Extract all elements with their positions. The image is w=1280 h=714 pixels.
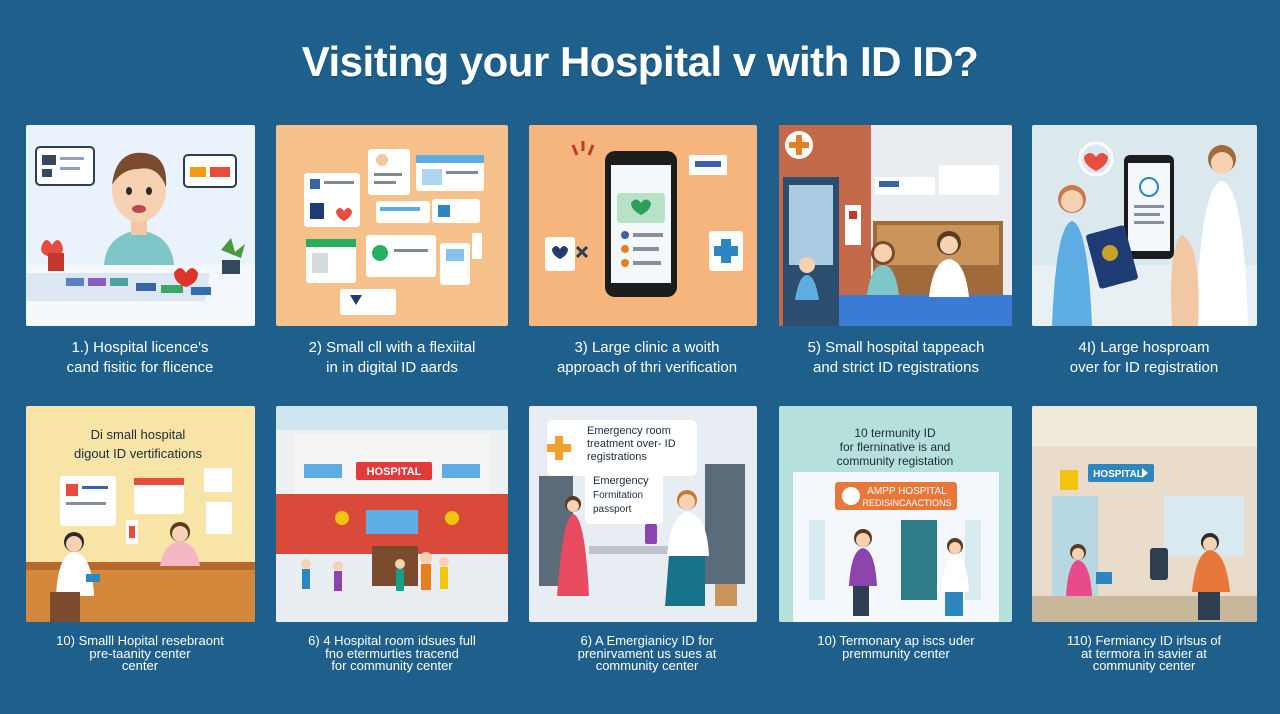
panel-6-image-text-2: digout ID vertifications: [74, 446, 202, 461]
panel-8-image-text-4: Emergency: [593, 475, 649, 487]
panel-9-image-text-3: community registation: [837, 454, 954, 468]
panel-3-illustration: [529, 125, 757, 326]
panel-8-image-text-5: Formitation: [593, 490, 643, 501]
panel-8-illustration: Emergency room treatment over- ID regist…: [529, 406, 757, 622]
panel-8-image-text-1: Emergency room: [587, 425, 671, 437]
panel-7-hospital-sign: HOSPITAL: [367, 466, 422, 478]
panel-6-image-text-1: Di small hospital: [91, 427, 186, 442]
panel-10-illustration: HOSPITAL: [1032, 406, 1257, 622]
page-title: Visiting your Hospital v with ID ID?: [301, 38, 979, 85]
panel-5-illustration: [1032, 125, 1257, 326]
panel-10-hospital-sign: HOSPITAL: [1093, 469, 1143, 480]
panel-8-image-text-3: registrations: [587, 451, 647, 463]
panel-7-illustration: HOSPITAL: [276, 406, 508, 622]
panel-6-illustration: Di small hospital digout ID vertificatio…: [26, 406, 255, 622]
panel-2-illustration: [276, 125, 508, 326]
panel-9-image-text-2: for flerninative is and: [840, 440, 951, 454]
panel-4-illustration: [779, 125, 1012, 326]
panel-8-image-text-6: passport: [593, 504, 632, 515]
panel-9-image-text-1: 10 termunity ID: [854, 426, 936, 440]
panel-9-sign-line-1: AMPP HOSPITAL: [867, 486, 947, 497]
panel-9-sign-line-2: REDISINCAACTIONS: [862, 498, 951, 508]
panel-9-illustration: 10 termunity ID for flerninative is and …: [779, 406, 1012, 622]
panel-1-illustration: [26, 125, 255, 326]
panel-8-image-text-2: treatment over- ID: [587, 438, 676, 450]
